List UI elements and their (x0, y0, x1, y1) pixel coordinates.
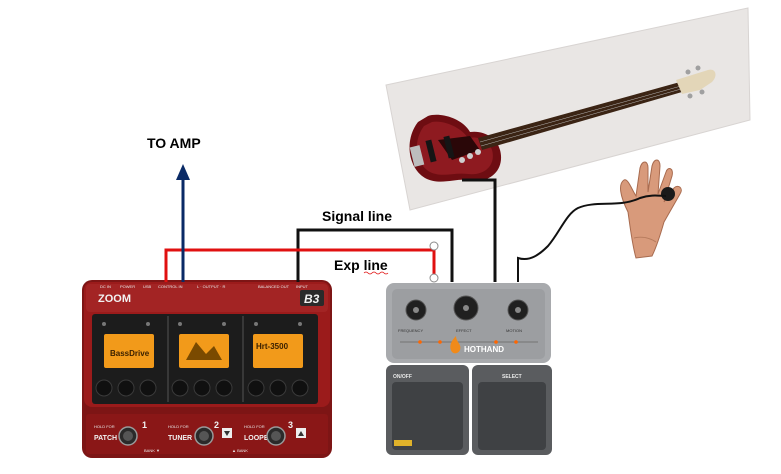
footswitch-1-hold: HOLD FOR (94, 424, 115, 429)
jack-label-power: POWER (120, 284, 135, 289)
spellcheck-underline (363, 271, 389, 275)
zoom-b3-multi-effect: ZOOM B3 DC IN POWER USB CONTROL IN L · O… (82, 280, 332, 458)
bank-up-icon (298, 431, 304, 436)
jack-label-control-in: CONTROL IN (158, 284, 183, 289)
jack-label-dc-in: DC IN (100, 284, 111, 289)
footswitch-1-name: PATCH (94, 435, 117, 442)
bass-guitar-photo (385, 7, 751, 211)
bank-up-label: ▲ BANK (232, 448, 248, 453)
footswitch-2-hold: HOLD FOR (168, 424, 189, 429)
screen-1-text: BassDrive (110, 349, 150, 358)
exp-line-label: Exp line (334, 257, 388, 273)
hothand-expression-pedal: FREQUENCY EFFECT MOTION HOTHAND ON/OFF S… (386, 283, 552, 455)
screen-2 (179, 334, 229, 368)
screen-2-graphic (186, 342, 222, 360)
bank-down-label: BANK ▼ (144, 448, 160, 453)
jack-label-usb: USB (143, 284, 152, 289)
signal-line-label: Signal line (322, 208, 392, 224)
footswitch-1-number: 1 (142, 420, 147, 430)
footswitch-3-name: LOOPER (244, 435, 274, 442)
footswitch-3-hold: HOLD FOR (244, 424, 265, 429)
hothand-brand-label: HOTHAND (464, 345, 504, 354)
hothand-flame-icon (450, 336, 461, 354)
jack-label-output: L · OUTPUT · R (197, 284, 226, 289)
zoom-brand-label: ZOOM (98, 293, 131, 305)
screen-1 (104, 334, 154, 368)
screen-3-text: Hrt-3500 (256, 342, 289, 351)
to-amp-arrow-icon (176, 164, 190, 180)
screen-3 (253, 334, 303, 368)
hand-with-ring-sensor (620, 159, 682, 259)
bass-to-pedal-cable (462, 178, 497, 282)
knob-label-frequency: FREQUENCY (398, 328, 423, 333)
footswitch-2-name: TUNER (168, 435, 192, 442)
zoom-model-label: B3 (304, 292, 320, 306)
exp-line-cable (164, 248, 436, 282)
jack-label-input: INPUT (296, 284, 309, 289)
jack-label-balanced-out: BALANCED OUT (258, 284, 290, 289)
footswitch-2-number: 2 (214, 420, 219, 430)
bank-down-icon (224, 431, 230, 436)
ring-sensor-cable (517, 194, 667, 282)
switch-label-on-off: ON/OFF (393, 374, 412, 380)
zoom-knobs (95, 379, 309, 397)
to-amp-label: TO AMP (147, 135, 201, 151)
knob-label-effect: EFFECT (456, 328, 472, 333)
knob-label-motion: MOTION (506, 328, 522, 333)
switch-label-select: SELECT (502, 374, 522, 380)
footswitch-3-number: 3 (288, 420, 293, 430)
signal-line-cable (296, 228, 454, 282)
